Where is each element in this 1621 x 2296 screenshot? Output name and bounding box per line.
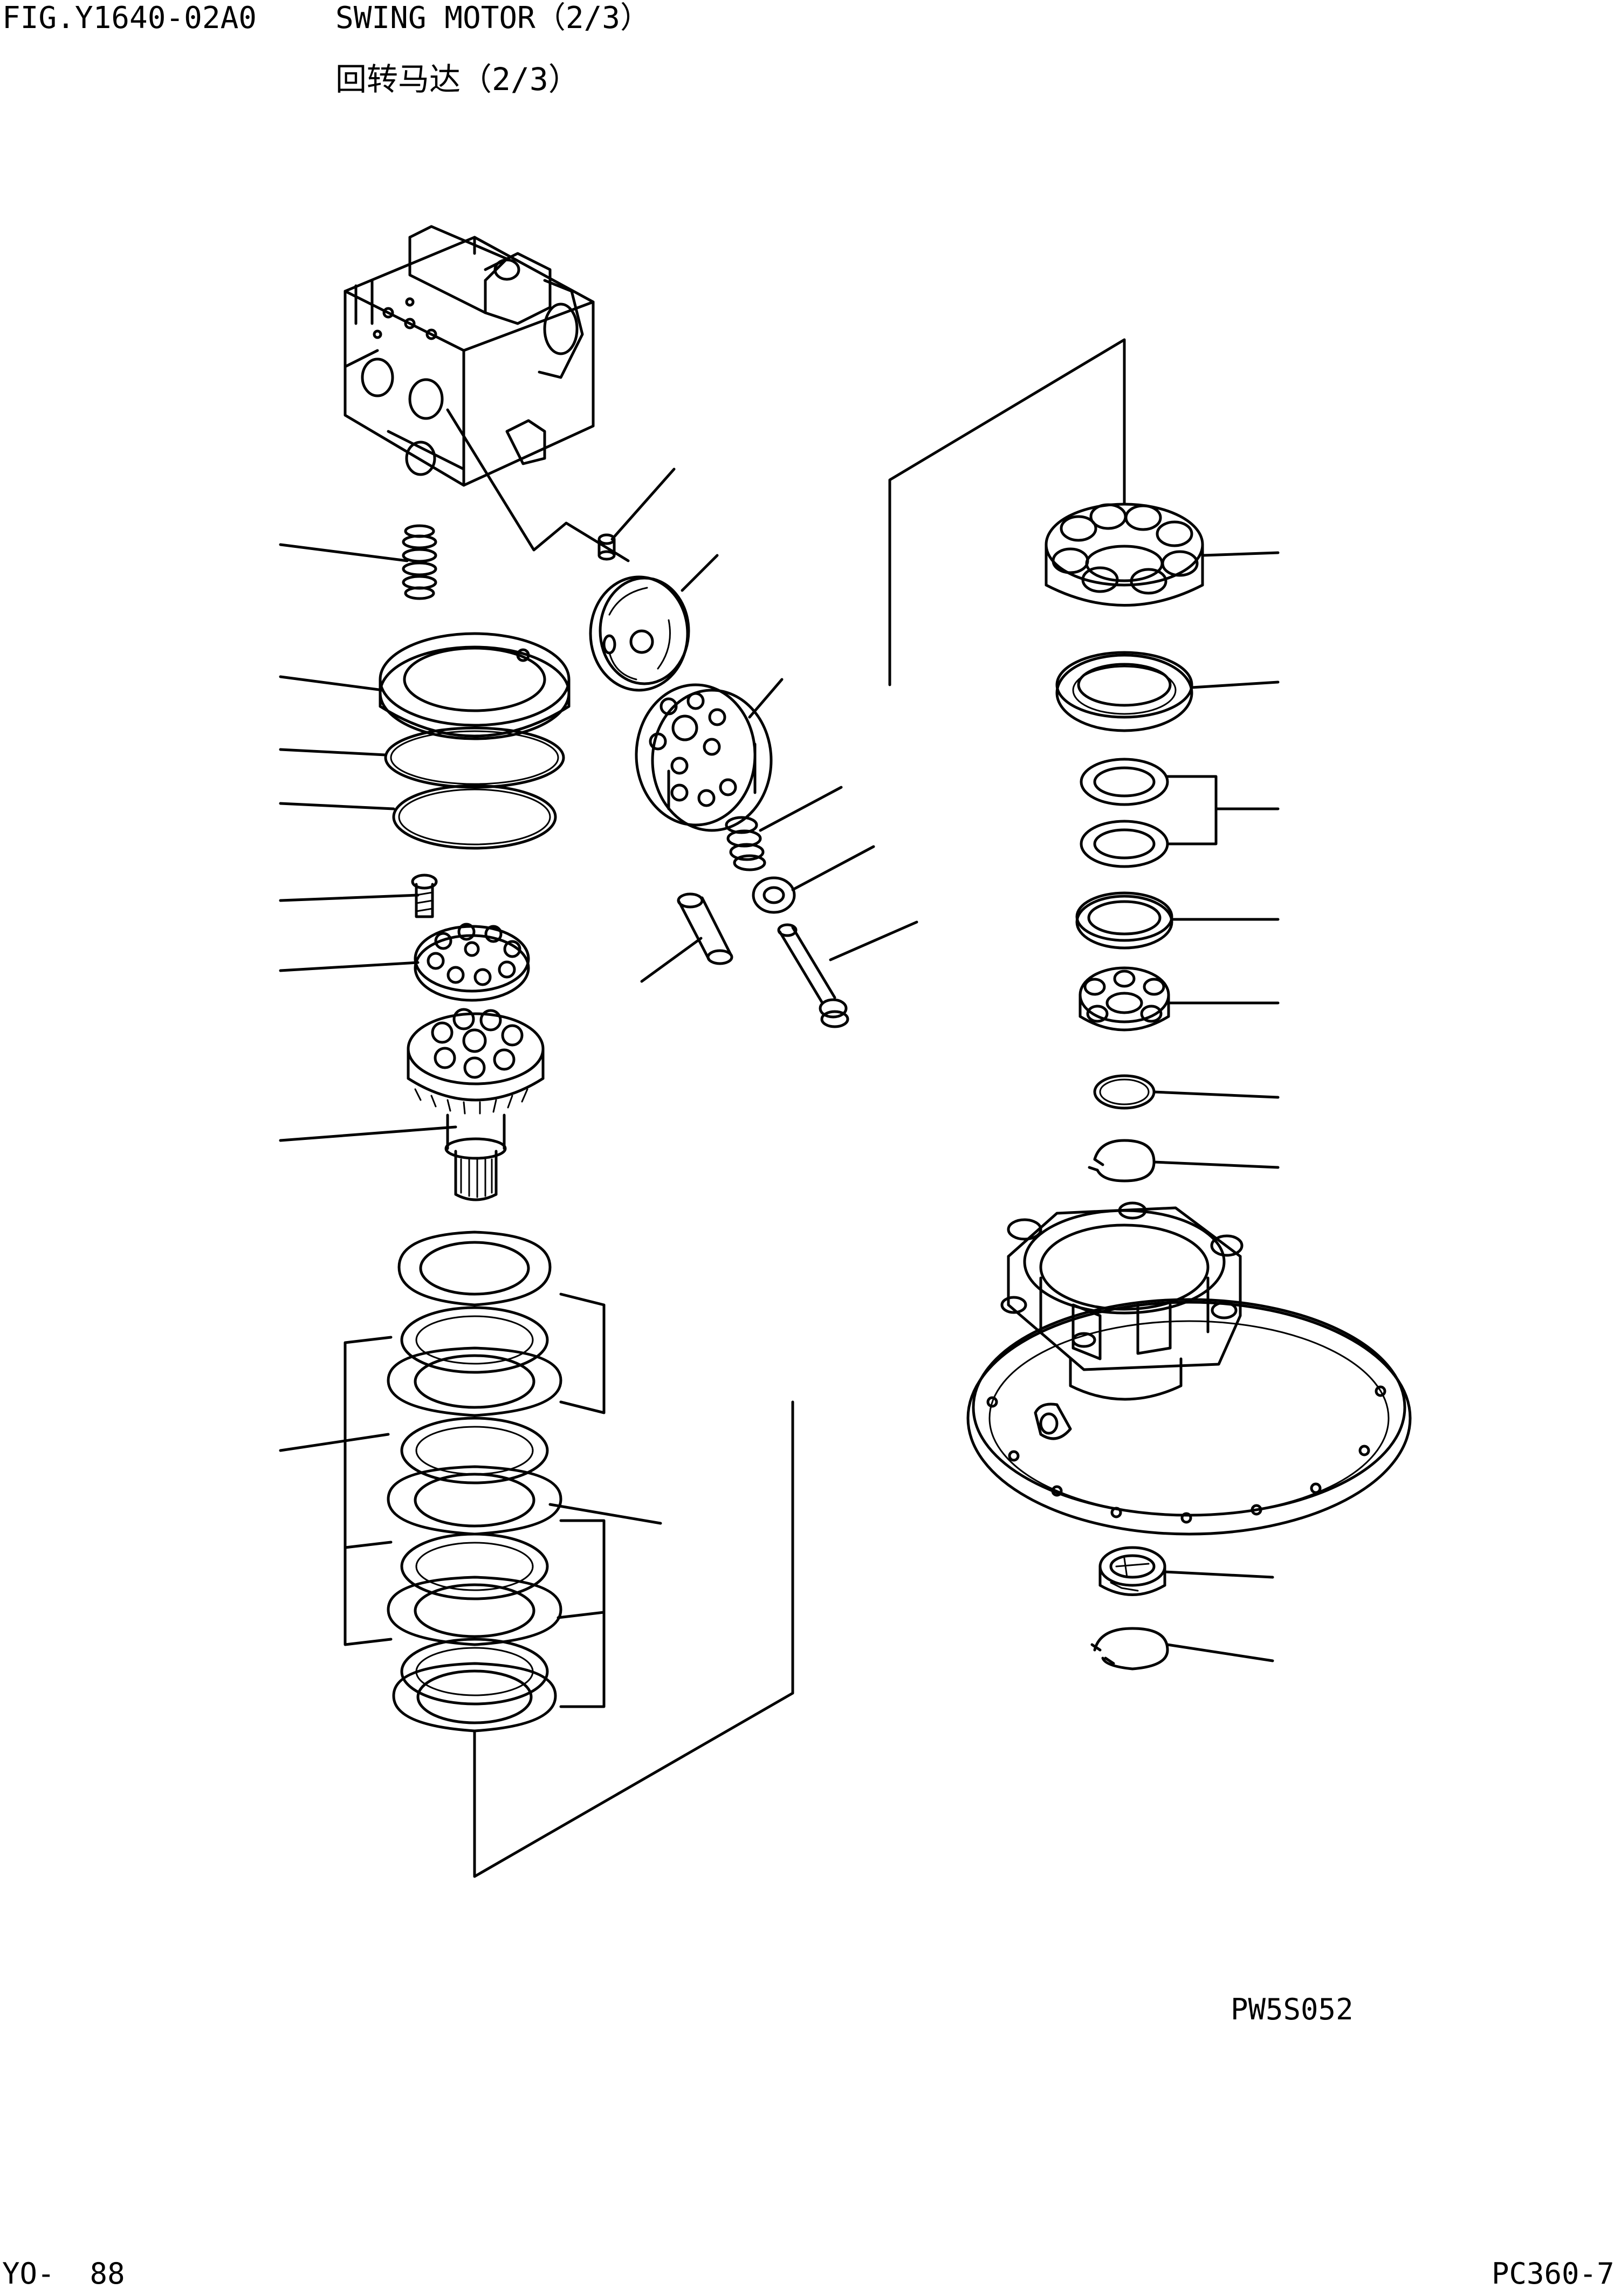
output-shaft-cylinder bbox=[407, 1008, 545, 1201]
separator-plate-3 bbox=[387, 1465, 562, 1536]
piston bbox=[677, 892, 733, 965]
shim-upper bbox=[1080, 758, 1169, 806]
o-ring-upper bbox=[384, 726, 565, 789]
shim-lower bbox=[1080, 820, 1169, 868]
bushing bbox=[1098, 1546, 1166, 1596]
friction-disc-1 bbox=[400, 1306, 549, 1374]
title-english: SWING MOTOR（2/3） bbox=[335, 1, 651, 36]
separator-plate-5 bbox=[392, 1662, 557, 1733]
spring-seat bbox=[752, 876, 796, 914]
motor-housing bbox=[966, 1201, 1412, 1536]
friction-disc-3 bbox=[400, 1532, 549, 1600]
title-chinese: 回转马达（2/3） bbox=[335, 61, 580, 98]
separator-plate-2 bbox=[387, 1346, 562, 1417]
brake-disc-stack bbox=[344, 1231, 794, 1878]
o-ring-lower bbox=[392, 784, 557, 850]
snap-ring-thick bbox=[1075, 891, 1173, 950]
roller-bearing-small bbox=[1079, 966, 1170, 1032]
valve-plate bbox=[589, 575, 690, 692]
retainer-plate bbox=[414, 923, 530, 1002]
page-number: YO- 88 bbox=[2, 2257, 125, 2291]
cylinder-block bbox=[635, 683, 773, 832]
internal-circlip bbox=[1090, 1627, 1169, 1671]
leader-lines bbox=[279, 338, 1280, 1662]
retaining-ring bbox=[1093, 1074, 1156, 1110]
spring-stack bbox=[402, 524, 437, 600]
separator-plate-1 bbox=[397, 1231, 552, 1307]
guide-shaft bbox=[777, 923, 849, 1028]
machine-model: PC360-7 bbox=[1492, 2257, 1615, 2291]
roller-bearing-large bbox=[1045, 503, 1204, 607]
brake-piston bbox=[379, 632, 571, 740]
figure-number: FIG.Y1640-02A0 bbox=[2, 1, 257, 36]
piston-spring bbox=[725, 816, 766, 871]
separator-plate-4 bbox=[387, 1576, 562, 1646]
valve-block bbox=[344, 225, 595, 487]
drawing-code: PW5S052 bbox=[1231, 1992, 1354, 2026]
bolt bbox=[411, 874, 438, 918]
circlip bbox=[1088, 1139, 1156, 1183]
oil-seal bbox=[1055, 651, 1193, 732]
